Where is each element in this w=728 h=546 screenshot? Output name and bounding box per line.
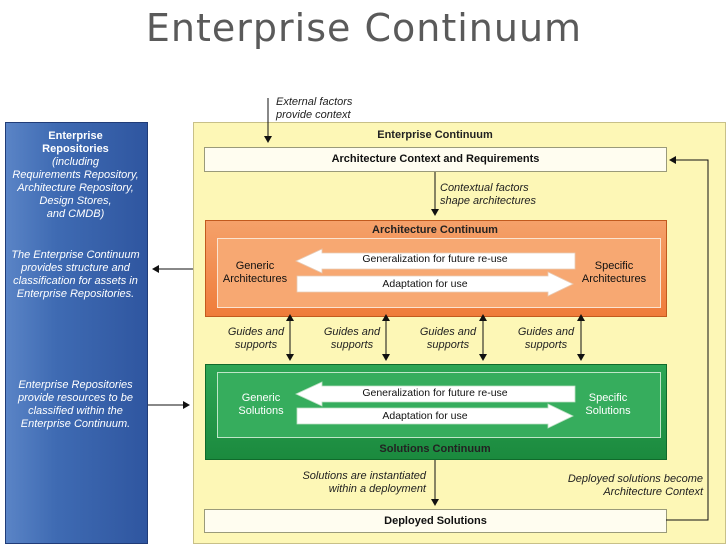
- generic-sol-line-1: Generic: [241, 392, 281, 404]
- guides-label-3: Guides and supports: [414, 326, 482, 352]
- including-line-1: (including: [51, 156, 100, 168]
- sol-generalization-text: Generalization for future re-use: [362, 387, 508, 399]
- repositories-heading-line-2: Repositories: [42, 143, 109, 155]
- contextual-factors-label: Contextual factors shape architectures: [440, 182, 560, 208]
- repositories-heading: Enterprise Repositories: [5, 130, 146, 156]
- solutions-continuum-title: Solutions Continuum: [379, 443, 491, 455]
- repositories-classified-text: Enterprise Repositories provide resource…: [5, 379, 146, 431]
- classified-line-2: provide resources to be: [18, 392, 133, 404]
- guides-4-line-2: supports: [524, 339, 568, 351]
- classified-line-3: classified within the: [28, 405, 123, 417]
- specific-arch-line-1: Specific: [594, 260, 634, 272]
- contextual-factors-line-2: shape architectures: [440, 195, 536, 207]
- guides-3-line-1: Guides and: [419, 326, 477, 338]
- architecture-continuum-inner: [217, 238, 661, 308]
- arch-adaptation-text: Adaptation for use: [382, 278, 468, 290]
- deployed-become-line-2: Architecture Context: [603, 486, 703, 498]
- external-factors-line-1: External factors: [276, 96, 353, 108]
- specific-architectures-label: Specific Architectures: [578, 260, 650, 286]
- enterprise-repositories-panel: [5, 122, 148, 544]
- continuum-structure-text: The Enterprise Continuum provides struct…: [5, 249, 146, 301]
- guides-1-line-2: supports: [234, 339, 278, 351]
- enterprise-continuum-area: [193, 122, 726, 544]
- guides-label-4: Guides and supports: [512, 326, 580, 352]
- sol-adaptation-arrow: [296, 403, 574, 429]
- specific-sol-line-1: Specific: [588, 392, 628, 404]
- sol-adaptation-text: Adaptation for use: [382, 410, 468, 422]
- structure-line-3: classification for assets in: [13, 275, 138, 287]
- generic-arch-line-2: Architectures: [222, 273, 288, 285]
- generic-arch-line-1: Generic: [235, 260, 275, 272]
- solutions-continuum-inner: [217, 372, 661, 438]
- classified-line-4: Enterprise Continuum.: [20, 418, 131, 430]
- structure-line-4: Enterprise Repositories.: [16, 288, 135, 300]
- arch-generalization-text: Generalization for future re-use: [362, 253, 508, 265]
- generic-solutions-label: Generic Solutions: [225, 392, 297, 418]
- deployed-become-label: Deployed solutions become Architecture C…: [545, 473, 703, 499]
- including-line-2: Requirements Repository,: [12, 169, 139, 181]
- guides-label-1: Guides and supports: [222, 326, 290, 352]
- page-title: Enterprise Continuum: [145, 6, 583, 50]
- deployed-become-line-1: Deployed solutions become: [567, 473, 703, 485]
- guides-1-line-1: Guides and: [227, 326, 285, 338]
- repositories-including: (including Requirements Repository, Arch…: [5, 156, 146, 221]
- architecture-context-box: Architecture Context and Requirements: [204, 147, 667, 172]
- including-line-4: Design Stores,: [39, 195, 112, 207]
- feedback-loop-arrow: [666, 156, 709, 521]
- arch-generalization-arrow: [295, 248, 576, 274]
- generic-architectures-label: Generic Architectures: [219, 260, 291, 286]
- guides-label-2: Guides and supports: [318, 326, 386, 352]
- external-factors-line-2: provide context: [276, 109, 351, 121]
- instantiated-line-1: Solutions are instantiated: [302, 470, 426, 482]
- arch-adaptation-arrow: [296, 271, 574, 297]
- architecture-continuum-title: Architecture Continuum: [372, 224, 498, 236]
- guides-2-line-1: Guides and: [323, 326, 381, 338]
- repositories-heading-line-1: Enterprise: [48, 130, 103, 142]
- classified-line-1: Enterprise Repositories: [18, 379, 133, 391]
- generic-sol-line-2: Solutions: [238, 405, 284, 417]
- guides-2-line-2: supports: [330, 339, 374, 351]
- specific-arch-line-2: Architectures: [581, 273, 647, 285]
- external-factors-label: External factors provide context: [276, 96, 352, 122]
- guides-3-line-2: supports: [426, 339, 470, 351]
- structure-line-1: The Enterprise Continuum: [11, 249, 140, 261]
- including-line-5: and CMDB): [46, 208, 105, 220]
- instantiated-label: Solutions are instantiated within a depl…: [286, 470, 426, 496]
- sol-generalization-arrow: [295, 381, 576, 407]
- instantiated-line-2: within a deployment: [328, 483, 426, 495]
- specific-solutions-label: Specific Solutions: [572, 392, 644, 418]
- structure-line-2: provides structure and: [21, 262, 130, 274]
- deployed-solutions-box: Deployed Solutions: [204, 509, 667, 533]
- contextual-factors-line-1: Contextual factors: [440, 182, 529, 194]
- enterprise-continuum-title: Enterprise Continuum: [377, 129, 493, 141]
- guides-4-line-1: Guides and: [517, 326, 575, 338]
- specific-sol-line-2: Solutions: [585, 405, 631, 417]
- including-line-3: Architecture Repository,: [17, 182, 134, 194]
